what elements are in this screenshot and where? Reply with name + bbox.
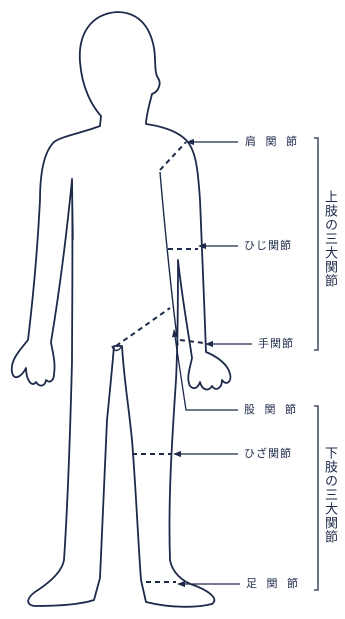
upper-limb-group-label: 上肢の三大関節 xyxy=(322,190,336,288)
wrist-joint-label: 手関節 xyxy=(258,338,294,350)
body-crease-right xyxy=(160,172,178,345)
knee-joint-label: ひざ関節 xyxy=(244,448,292,460)
hip-joint-line xyxy=(116,308,170,346)
wrist-joint-line xyxy=(180,340,204,343)
elbow-joint-label: ひじ関節 xyxy=(244,240,292,252)
lower-limb-group-label: 下肢の三大関節 xyxy=(322,446,336,544)
upper-group-bracket xyxy=(314,138,318,350)
body-outline xyxy=(12,12,231,607)
shoulder-joint-label: 肩 関 節 xyxy=(245,136,300,148)
ankle-joint-label: 足 関 節 xyxy=(246,578,301,590)
shoulder-joint-line xyxy=(160,142,186,170)
lower-group-bracket xyxy=(314,406,318,590)
hip-joint-label: 股 関 節 xyxy=(244,404,299,416)
